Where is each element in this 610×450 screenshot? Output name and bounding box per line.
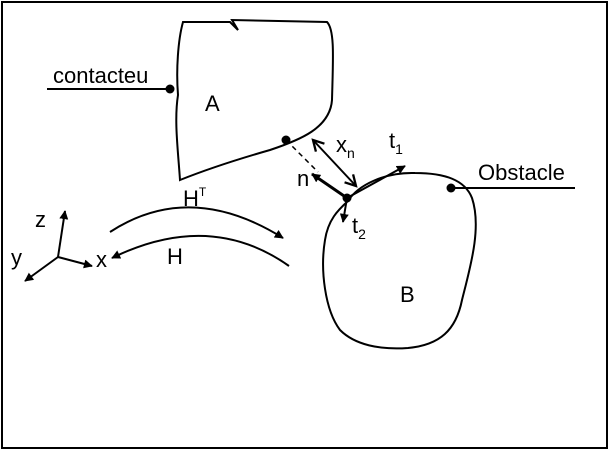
body-b-outline bbox=[322, 171, 477, 350]
tangent-t1-label: t1 bbox=[389, 128, 403, 157]
body-b-label: B bbox=[400, 282, 415, 307]
contacteur-label: contacteu bbox=[53, 63, 148, 88]
axis-x-label: x bbox=[96, 247, 107, 272]
h-arrow bbox=[111, 234, 290, 267]
obstacle-point bbox=[446, 183, 456, 193]
normal-label: n bbox=[297, 166, 309, 191]
gap-label: xn bbox=[336, 132, 355, 161]
tangent-t2-arrow bbox=[339, 197, 349, 223]
axis-y-label: y bbox=[11, 245, 22, 270]
body-a-label: A bbox=[205, 91, 220, 116]
tangent-t2-label: t2 bbox=[352, 213, 366, 242]
h-transpose-label: HT bbox=[183, 185, 207, 211]
obstacle-label: Obstacle bbox=[478, 160, 565, 185]
contacteur-point bbox=[165, 84, 175, 94]
normal-arrow bbox=[311, 172, 348, 200]
body-a-outline bbox=[175, 18, 334, 182]
axis-y-arrow bbox=[24, 256, 59, 282]
axis-z-arrow bbox=[57, 210, 69, 258]
tangent-t1-arrow bbox=[346, 165, 406, 199]
h-transpose-arrow bbox=[109, 206, 284, 239]
axis-x-arrow bbox=[57, 256, 93, 269]
axis-z-label: z bbox=[35, 207, 46, 232]
h-label: H bbox=[167, 244, 183, 269]
gap-double-arrow bbox=[313, 140, 356, 186]
